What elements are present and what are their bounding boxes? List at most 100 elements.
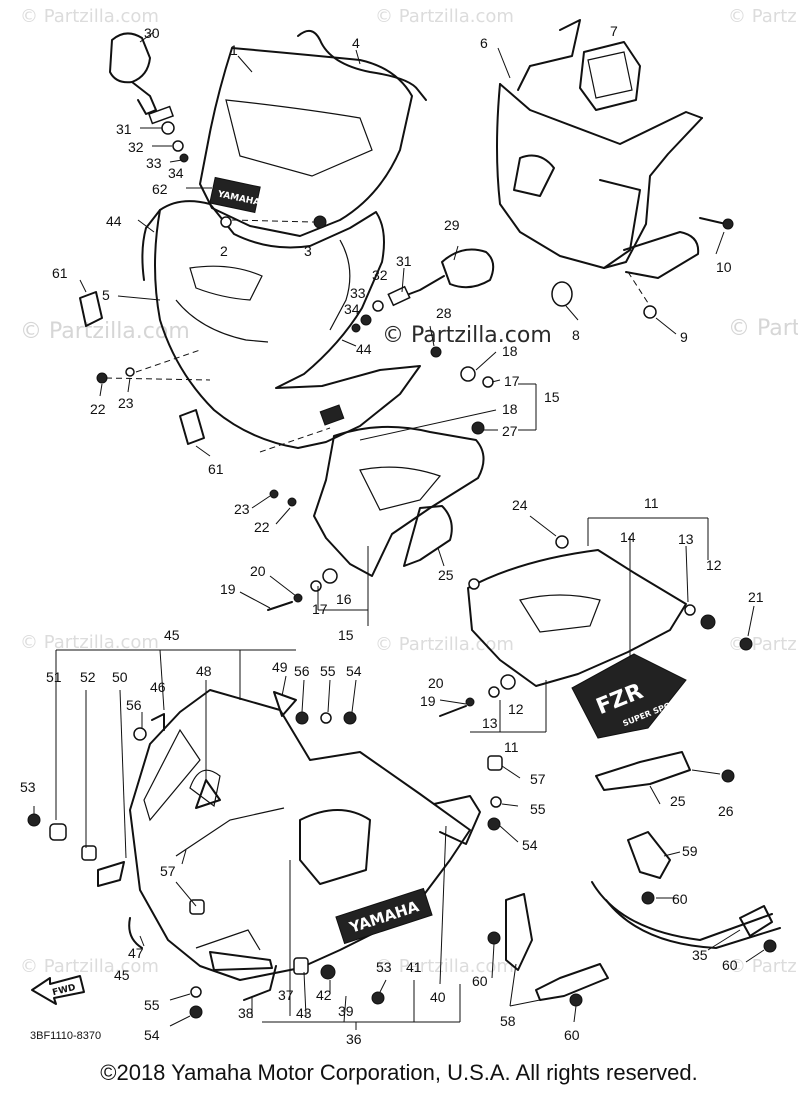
- inner-panel-right-recess: [519, 594, 601, 633]
- washer-23: [125, 367, 135, 377]
- bolt-10-head: [722, 218, 734, 230]
- callout-21: 21: [748, 589, 764, 605]
- collar-55: [320, 712, 332, 724]
- callout-2: 2: [220, 243, 228, 259]
- callout-33: 33: [146, 155, 162, 171]
- collar-17: [482, 376, 494, 388]
- watermark: © Partzilla.com: [375, 956, 514, 977]
- washer-55b: [490, 796, 502, 808]
- watermark: © Partzilla.com: [375, 6, 514, 27]
- callout-31: 31: [396, 253, 412, 269]
- callout-59: 59: [682, 843, 698, 859]
- guide-line: [105, 377, 211, 381]
- callout-46: 46: [150, 679, 166, 695]
- bolt-19b: [439, 705, 467, 717]
- callout-15: 15: [338, 627, 354, 643]
- callout-1: 1: [230, 42, 238, 58]
- screw-3: [313, 215, 327, 229]
- callout-7: 7: [610, 23, 618, 39]
- watermark: © Partzilla.com: [728, 6, 798, 27]
- bracket-59: [627, 831, 671, 879]
- mirror-nut-left: [172, 140, 184, 152]
- callout-57: 57: [160, 863, 176, 879]
- upper-cowling-group: YAMAHA: [79, 29, 495, 449]
- rubber-pad-left: [79, 291, 103, 327]
- grommet-16: [322, 568, 338, 584]
- inner-panel-right: [467, 549, 687, 687]
- fzr-decal: [571, 653, 687, 739]
- callout-49: 49: [272, 659, 288, 675]
- upper-cowling: [154, 200, 421, 449]
- mirror-washer-right: [372, 300, 384, 312]
- watermark: © Partzilla.com: [20, 6, 159, 27]
- callout-33: 33: [350, 285, 366, 301]
- strip-38b: [243, 965, 277, 1001]
- clip-46: [151, 713, 165, 731]
- lower-brackets-group: [487, 831, 781, 1007]
- bolt-60b: [763, 939, 777, 953]
- callout-12: 12: [706, 557, 722, 573]
- grommet-12b: [500, 674, 516, 690]
- stay-58-lower: [535, 963, 609, 1001]
- stay-hook: [517, 19, 581, 91]
- cowling-line: [175, 299, 269, 343]
- callout-60: 60: [722, 957, 738, 973]
- watermark: © Partzilla.com: [20, 956, 159, 977]
- screw-22b: [287, 497, 297, 507]
- callout-17: 17: [312, 601, 328, 617]
- leader-lines: [33, 31, 765, 1030]
- grommet-42: [320, 964, 336, 980]
- callout-41: 41: [406, 959, 422, 975]
- mirror-stem-right: [403, 275, 445, 297]
- grommet-56: [133, 727, 147, 741]
- lower-cowling: [129, 689, 471, 981]
- callout-34: 34: [168, 165, 184, 181]
- callout-28: 28: [436, 305, 452, 321]
- inner-panel-left: [313, 425, 485, 577]
- bolt-60c: [487, 931, 501, 945]
- callout-60: 60: [672, 891, 688, 907]
- callout-50: 50: [112, 669, 128, 685]
- callout-51: 51: [46, 669, 62, 685]
- callout-8: 8: [572, 327, 580, 343]
- callout-56: 56: [294, 663, 310, 679]
- callout-55: 55: [320, 663, 336, 679]
- guide-line: [627, 271, 651, 307]
- grommet-57: [487, 755, 503, 771]
- cowling-line-right: [329, 239, 351, 331]
- callout-55: 55: [530, 801, 546, 817]
- callout-53: 53: [376, 959, 392, 975]
- callout-4: 4: [352, 35, 360, 51]
- callout-10: 10: [716, 259, 732, 275]
- watermark: © Partzilla.com: [728, 634, 798, 655]
- frame-section-upper: [591, 881, 773, 941]
- callout-38: 38: [238, 1005, 254, 1021]
- callout-58: 58: [500, 1013, 516, 1029]
- callout-25: 25: [670, 793, 686, 809]
- callout-17: 17: [504, 373, 520, 389]
- collar-17b: [310, 580, 322, 592]
- callout-29: 29: [444, 217, 460, 233]
- lower-cowling-group: YAMAHA FWD: [27, 689, 503, 1019]
- callout-19: 19: [220, 581, 236, 597]
- windshield-badge: [209, 176, 261, 214]
- callout-52: 52: [80, 669, 96, 685]
- callout-25: 25: [438, 567, 454, 583]
- frame-section-lower: [605, 899, 781, 949]
- pad-50: [97, 861, 125, 887]
- cowling-side-panel: [141, 209, 161, 281]
- mirror-left: [109, 32, 151, 84]
- callout-31: 31: [116, 121, 132, 137]
- cowling-stay-frame: [496, 83, 703, 269]
- mirror-bolt-right: [351, 323, 361, 333]
- callout-27: 27: [502, 423, 518, 439]
- screw-22: [96, 372, 108, 384]
- meter-cover: [579, 41, 641, 111]
- lower-cowling-line-bottom: [195, 929, 261, 951]
- mirror-right: [441, 248, 495, 289]
- callout-3: 3: [304, 243, 312, 259]
- windshield-inner-line: [225, 99, 373, 177]
- callout-40: 40: [430, 989, 446, 1005]
- callout-44: 44: [106, 213, 122, 229]
